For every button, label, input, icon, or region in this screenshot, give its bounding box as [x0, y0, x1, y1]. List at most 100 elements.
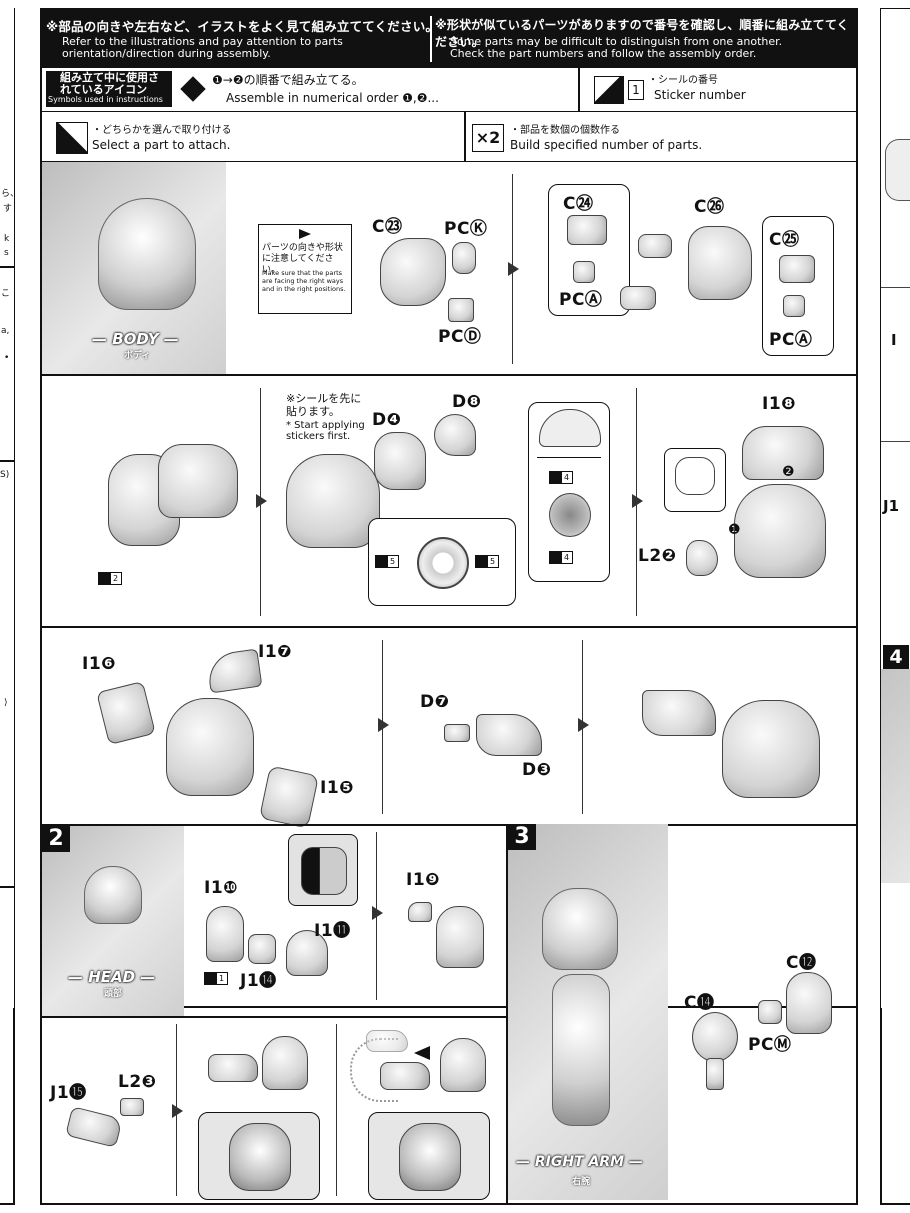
callout-l2-part: [664, 448, 726, 512]
callout-head-sticker: [288, 834, 358, 906]
left-edge-fragment: ⟩: [4, 698, 8, 708]
sticker-ref-number: 4: [564, 473, 570, 482]
label-j115: J1⓯: [50, 1083, 87, 1103]
left-edge-divider: [0, 460, 14, 462]
right-edge-fragment: J1: [883, 497, 900, 515]
right-edge-fragment: I: [891, 331, 897, 349]
right-edge-step-number: 4: [889, 646, 903, 668]
chest-sticker-diagram: [417, 537, 469, 589]
symbols-label-jp: 組み立て中に使用されているアイコン: [60, 71, 159, 96]
sticker-first-note-jp: ※シールを先に貼ります。: [286, 392, 362, 418]
multiply-icon-text: ×2: [475, 128, 501, 147]
sticker-ref: 5: [375, 555, 400, 568]
label-pcd: PCⒹ: [438, 327, 482, 347]
sticker-ref: 5: [475, 555, 500, 568]
sticker-first-note-en: * Start applying stickers first.: [286, 420, 365, 442]
sheet-left-border-ext: [40, 1008, 42, 1205]
head-photo-title: — HEAD —: [68, 968, 156, 986]
banner-left-en: Refer to the illustrations and pay atten…: [62, 35, 343, 60]
d8-sticker-round-diagram: [549, 493, 591, 537]
part-d4-chest: [374, 432, 426, 490]
body-photo-figure: [98, 198, 196, 310]
callout-chest-stickers: 5 5: [368, 518, 516, 606]
sticker-number-box: 1: [628, 80, 644, 100]
part-torso-row3: [166, 698, 254, 796]
part-pca-joint: [783, 295, 805, 317]
callout-d8-stickers: 4 4: [528, 402, 610, 582]
part-i111-helmet: [286, 930, 328, 976]
body-photo-subtitle: ボディ: [124, 351, 151, 361]
flow-arrow-icon: [578, 718, 589, 732]
part-face-plate: [208, 1054, 258, 1082]
label-i16: I1❻: [82, 654, 117, 674]
part-pcm-joint: [758, 1000, 782, 1024]
left-edge-fragment: す: [3, 204, 13, 214]
left-neighbor-page: ら、 す k s こ a, • S) ⟩: [0, 8, 19, 1008]
select-en: Select a part to attach.: [92, 138, 231, 152]
flow-arrow-icon: [256, 494, 267, 508]
instruction-sheet: ※部品の向きや左右など、イラストをよく見て組み立ててください。 Refer to…: [40, 8, 858, 1018]
part-face-plate-alt: [380, 1062, 430, 1090]
part-wing-assembled: [642, 690, 716, 736]
label-j114: J1⓮: [240, 971, 277, 991]
sticker-en: Sticker number: [654, 88, 746, 102]
body-reference-photo: — BODY — ボディ: [42, 162, 226, 374]
part-pck-joint: [452, 242, 476, 274]
part-d8-vent: [434, 414, 476, 456]
part-head-side: [262, 1036, 308, 1090]
sticker-ref: 4: [549, 471, 574, 484]
label-c12: C⓬: [786, 953, 817, 973]
callout-head-front-alt: [368, 1112, 490, 1200]
legend-row-select: ・どちらかを選んで取り付ける Select a part to attach. …: [42, 112, 856, 162]
sheet-right-border-ext: [856, 1008, 858, 1205]
right-edge-step-box: 4: [883, 645, 909, 669]
step2-step3-divider: [506, 824, 508, 1204]
symbols-label-box: 組み立て中に使用されているアイコン Symbols used in instru…: [46, 71, 172, 107]
label-pck: PCⓀ: [444, 219, 488, 239]
label-i15: I1❺: [320, 778, 355, 798]
part-l23-visor: [120, 1098, 144, 1116]
head-front-view-alt: [399, 1123, 461, 1191]
right-arm-reference-photo: — RIGHT ARM — 右腕: [508, 824, 668, 1200]
label-pca-left: PCⒶ: [559, 290, 603, 310]
label-pcm: PCⓂ: [748, 1035, 792, 1055]
step-2-lower-row: J1⓯ L2❸: [40, 1018, 506, 1204]
callout-divider: [537, 457, 601, 458]
part-c12-shoulder: [786, 972, 832, 1034]
flow-arrow-icon: [632, 494, 643, 508]
banner-right-jp: ※形状が似ているパーツがありますので番号を確認し、順番に組み立ててください。: [435, 18, 849, 49]
banner-divider: [430, 16, 432, 62]
order-step-1-marker: ❶: [728, 522, 741, 538]
sticker-icon: [594, 76, 624, 104]
label-d8: D❽: [452, 392, 482, 412]
part-d3-wing: [476, 714, 542, 756]
orientation-note-en: Make sure that the parts are facing the …: [262, 269, 346, 293]
right-edge-photo: [881, 669, 910, 883]
part-i15-armor: [258, 765, 320, 829]
part-i16-armor: [96, 680, 156, 746]
right-edge-divider: [881, 441, 910, 442]
part-c24: [567, 215, 607, 245]
sticker-number-value: 1: [632, 83, 640, 97]
label-d7: D❼: [420, 692, 450, 712]
order-step-2-marker: ❷: [782, 464, 795, 480]
part-c26-shoulder: [688, 226, 752, 300]
part-torso-complete: [722, 700, 820, 798]
head-sticker-diagram: [301, 847, 347, 895]
multiply-en: Build specified number of parts.: [510, 138, 703, 152]
warning-banner: ※部品の向きや左右など、イラストをよく見て組み立ててください。 Refer to…: [42, 10, 856, 68]
multiply-jp: ・部品を数個の個数作る: [510, 125, 620, 136]
label-i19: I1❾: [406, 870, 441, 890]
label-c23: C㉓: [372, 217, 403, 237]
step2-lower-divider: [40, 1016, 506, 1018]
step-2-number: 2: [42, 826, 70, 852]
part-torso-final: [734, 484, 826, 578]
step-3-section: — RIGHT ARM — 右腕 3 C⓬ C⓮ PCⓂ: [508, 824, 858, 1204]
sticker-ref-number: 1: [219, 974, 225, 983]
part-i17-fin: [205, 648, 263, 694]
part-c23-hip: [380, 238, 446, 306]
left-neighbor-bottom: [0, 1203, 14, 1205]
order-en: Assemble in numerical order ❶,❷...: [226, 91, 439, 105]
callout-head-front: [198, 1112, 320, 1200]
sticker-ref: 1: [204, 972, 229, 985]
